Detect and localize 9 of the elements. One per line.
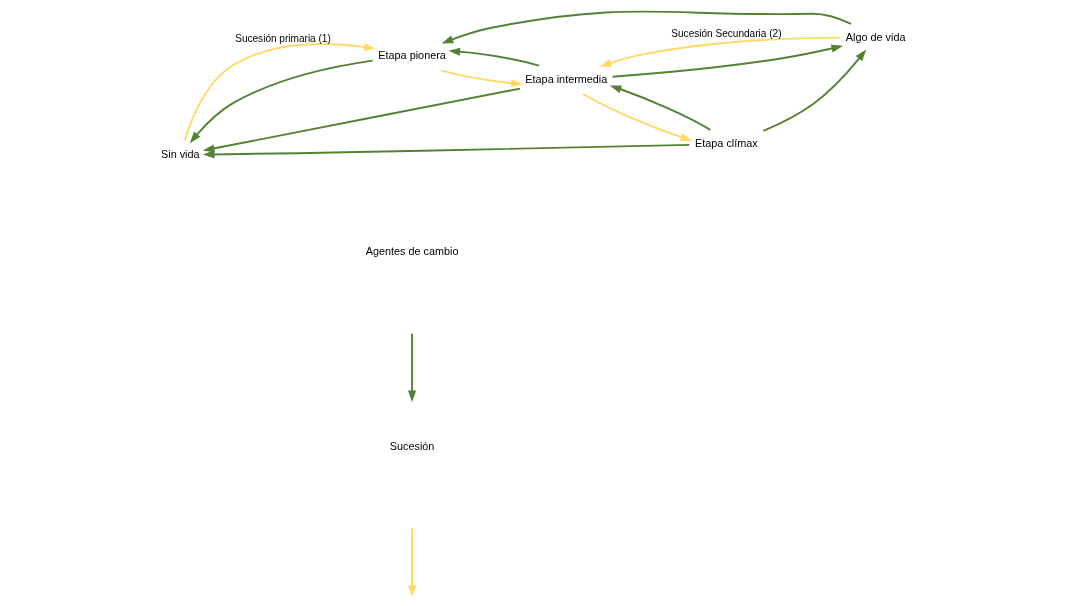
edge-label: Sucesión primaria (1) bbox=[235, 33, 331, 45]
legend-label: Agentes de cambio bbox=[365, 245, 459, 258]
legend-label: Sucesión bbox=[389, 439, 435, 452]
node-text: Etapa pionera bbox=[378, 49, 446, 62]
node-text: Sin vida bbox=[161, 147, 200, 160]
node-text: Etapa clímax bbox=[695, 136, 758, 149]
node-text: Algo de vida bbox=[845, 30, 906, 43]
node-text: Etapa intermedia bbox=[525, 72, 608, 85]
edge-label: Sucesión Secundaria (2) bbox=[671, 27, 782, 39]
